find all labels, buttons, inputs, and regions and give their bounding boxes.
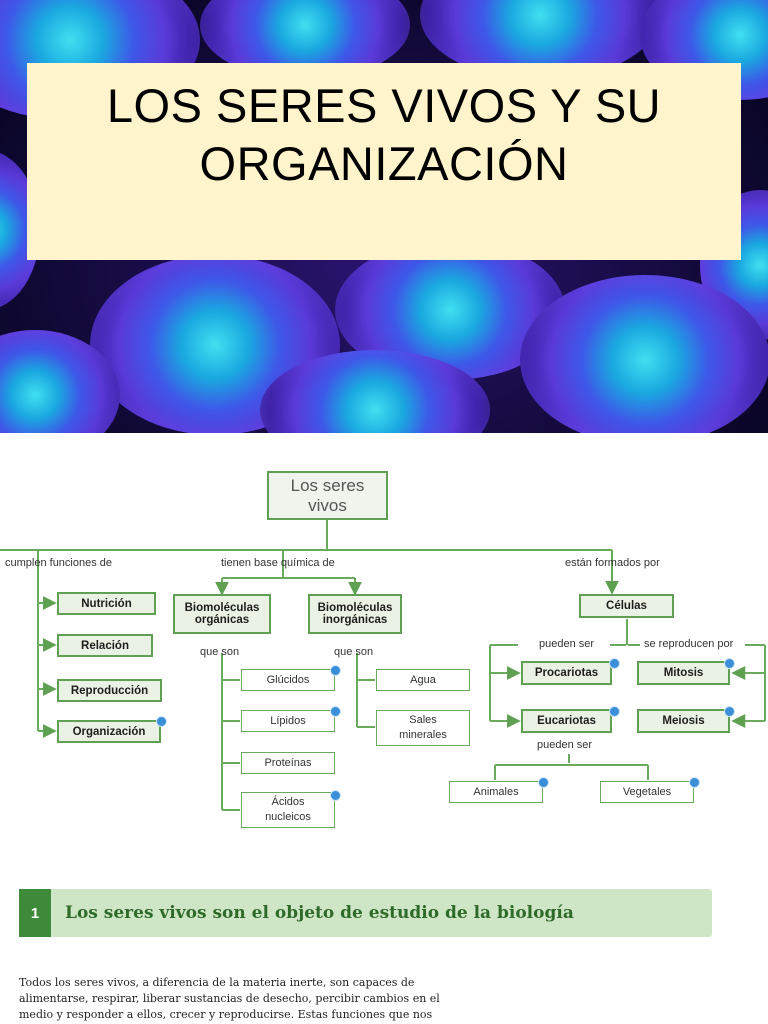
node-nutricion[interactable]: Nutrición bbox=[57, 592, 156, 615]
node-text: Biomoléculas bbox=[317, 602, 393, 614]
node-los-seres-vivos[interactable]: Los seres vivos bbox=[267, 471, 388, 520]
node-acidos-nucleicos[interactable]: Ácidos nucleicos bbox=[241, 792, 335, 828]
label-se-reproducen: se reproducen por bbox=[642, 638, 736, 650]
cover-image: LOS SERES VIVOS Y SU ORGANIZACIÓN bbox=[0, 0, 768, 433]
node-mitosis[interactable]: Mitosis bbox=[637, 661, 730, 685]
node-text: inorgánicas bbox=[322, 614, 388, 626]
body-line: alimentarse, respirar, liberar sustancia… bbox=[19, 992, 440, 1005]
location-pin-icon bbox=[330, 665, 341, 676]
node-text: vivos bbox=[308, 495, 347, 515]
label-que-son: que son bbox=[334, 646, 374, 658]
node-lipidos[interactable]: Lípidos bbox=[241, 710, 335, 732]
node-text: Ácidos bbox=[271, 796, 305, 808]
location-pin-icon bbox=[689, 777, 700, 788]
node-celulas[interactable]: Células bbox=[579, 594, 674, 618]
title-line: LOS SERES VIVOS Y SU bbox=[106, 79, 662, 132]
location-pin-icon bbox=[609, 658, 620, 669]
node-text: Los seres bbox=[290, 475, 365, 495]
node-glucidos[interactable]: Glúcidos bbox=[241, 669, 335, 691]
node-text: Sales bbox=[409, 714, 437, 726]
node-text: orgánicas bbox=[194, 614, 250, 626]
label-funciones: cumplen funciones de bbox=[5, 557, 113, 569]
label-base: tienen base química de bbox=[221, 557, 335, 569]
location-pin-icon bbox=[156, 716, 167, 727]
node-vegetales[interactable]: Vegetales bbox=[600, 781, 694, 803]
title-box: LOS SERES VIVOS Y SU ORGANIZACIÓN bbox=[27, 63, 741, 260]
page-title: LOS SERES VIVOS Y SU ORGANIZACIÓN bbox=[27, 77, 741, 193]
location-pin-icon bbox=[538, 777, 549, 788]
node-meiosis[interactable]: Meiosis bbox=[637, 709, 730, 733]
label-formados: están formados por bbox=[565, 557, 660, 569]
cell-decoration bbox=[520, 275, 768, 433]
node-text: nucleicos bbox=[265, 811, 311, 823]
label-pueden-ser: pueden ser bbox=[535, 638, 599, 650]
location-pin-icon bbox=[330, 706, 341, 717]
section-title: Los seres vivos son el objeto de estudio… bbox=[65, 903, 574, 923]
concept-map: Los seres vivos cumplen funciones de tie… bbox=[0, 433, 768, 843]
connector-lines bbox=[0, 520, 766, 811]
node-proteinas[interactable]: Proteínas bbox=[241, 752, 335, 774]
node-text: minerales bbox=[399, 729, 447, 741]
node-biomoleculas-organicas[interactable]: Biomoléculas orgánicas bbox=[173, 594, 271, 634]
location-pin-icon bbox=[609, 706, 620, 717]
node-organizacion[interactable]: Organización bbox=[57, 720, 161, 743]
location-pin-icon bbox=[724, 658, 735, 669]
node-procariotas[interactable]: Procariotas bbox=[521, 661, 612, 685]
body-line: medio y responder a ellos, crecer y repr… bbox=[19, 1008, 433, 1021]
body-line: Todos los seres vivos, a diferencia de l… bbox=[19, 976, 415, 989]
title-line: ORGANIZACIÓN bbox=[199, 137, 569, 190]
node-sales-minerales[interactable]: Sales minerales bbox=[376, 710, 470, 746]
section-header: 1 Los seres vivos son el objeto de estud… bbox=[19, 889, 712, 937]
location-pin-icon bbox=[330, 790, 341, 801]
node-biomoleculas-inorganicas[interactable]: Biomoléculas inorgánicas bbox=[308, 594, 402, 634]
node-relacion[interactable]: Relación bbox=[57, 634, 153, 657]
node-eucariotas[interactable]: Eucariotas bbox=[521, 709, 612, 733]
node-text: Biomoléculas bbox=[184, 602, 260, 614]
node-animales[interactable]: Animales bbox=[449, 781, 543, 803]
body-paragraph: Todos los seres vivos, a diferencia de l… bbox=[19, 975, 459, 1023]
node-agua[interactable]: Agua bbox=[376, 669, 470, 691]
section-number: 1 bbox=[19, 889, 51, 937]
location-pin-icon bbox=[724, 706, 735, 717]
label-que-son: que son bbox=[200, 646, 240, 658]
node-reproduccion[interactable]: Reproducción bbox=[57, 679, 162, 702]
label-pueden-ser: pueden ser bbox=[537, 739, 593, 751]
